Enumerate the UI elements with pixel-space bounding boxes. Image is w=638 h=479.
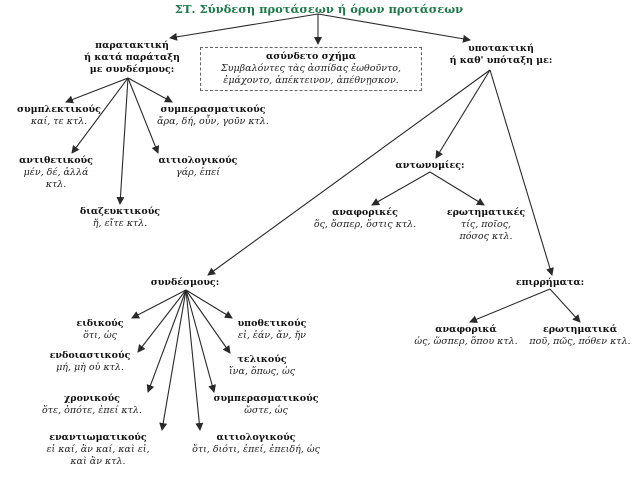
node-antithetikous: αντιθετικούς μέν, δέ, ἀλλά κτλ. bbox=[4, 155, 108, 191]
symperasmatikous-parataxi-label: συμπερασματικούς bbox=[160, 104, 266, 115]
antithetikous-label: αντιθετικούς bbox=[19, 155, 93, 166]
arrow-parataxi-to-diazeuktikous bbox=[116, 77, 129, 205]
symperasmatikous-ypotaxi-label: συμπερασματικούς bbox=[213, 393, 319, 404]
enantiomatikous-examples-line2: καὶ ἂν κτλ. bbox=[70, 456, 126, 467]
endoiastikous-examples: μή, μὴ οὐ κτλ. bbox=[56, 362, 124, 373]
node-erotimatikes: ερωτηματικές τίς, ποῖος, πόσος κτλ. bbox=[436, 207, 536, 243]
node-syndesmous: συνδέσμους: bbox=[140, 277, 230, 289]
arrow-ypotaxi-to-epirrimata bbox=[489, 69, 554, 276]
node-parataxi: παρατακτική ή κατά παράταξη με συνδέσμου… bbox=[80, 40, 184, 76]
antonymies-label: αντωνυμίες: bbox=[395, 160, 465, 171]
antithetikous-examples-line1: μέν, δέ, ἀλλά bbox=[23, 167, 89, 178]
ypotaxi-line1: υποτακτική bbox=[468, 43, 534, 54]
antithetikous-examples-line2: κτλ. bbox=[45, 179, 67, 190]
telikous-label: τελικούς bbox=[237, 354, 287, 365]
aitiologikous-ypotaxi-examples: ὅτι, διότι, ἐπεί, ἐπειδή, ὡς bbox=[192, 444, 320, 455]
arrow-syndesmous-to-chronikous bbox=[146, 289, 187, 393]
node-anaforika: αναφορικά ὡς, ὥσπερ, ὅπου κτλ. bbox=[408, 324, 524, 348]
diazeuktikous-examples: ἤ, εἴτε κτλ. bbox=[92, 218, 148, 229]
erotimatikes-examples-line1: τίς, ποῖος, bbox=[460, 219, 512, 230]
syndesmous-label: συνδέσμους: bbox=[150, 277, 220, 288]
chronikous-label: χρονικούς bbox=[64, 393, 120, 404]
arrow-parataxi-to-aitiologikous bbox=[127, 77, 160, 154]
node-antonymies: αντωνυμίες: bbox=[380, 160, 480, 172]
symplektikous-label: συμπλεκτικούς bbox=[17, 104, 101, 115]
diazeuktikous-label: διαζευκτικούς bbox=[79, 206, 161, 217]
eidikous-label: ειδικούς bbox=[76, 318, 124, 329]
arrow-antonymies-to-anaforikes bbox=[371, 171, 431, 206]
node-ypothetikous: υποθετικούς εἰ, ἐάν, ἄν, ἤν bbox=[222, 318, 322, 342]
asyndeto-example-line2: ἐμάχοντο, ἀπέκτεινον, ἀπέθνῃσκον. bbox=[223, 75, 399, 86]
arrow-syndesmous-to-ypothetikous bbox=[185, 289, 233, 319]
symplektikous-examples: καί, τε κτλ. bbox=[30, 116, 88, 127]
aitiologikous-parataxi-label: αιτιολογικούς bbox=[158, 155, 238, 166]
arrow-syndesmous-to-aitiologikous bbox=[185, 289, 204, 431]
endoiastikous-label: ενδοιαστικούς bbox=[49, 350, 131, 361]
parataxi-line3: με συνδέσμους: bbox=[89, 64, 175, 75]
ypothetikous-label: υποθετικούς bbox=[237, 318, 307, 329]
diagram-title: ΣΤ. Σύνδεση προτάσεων ή όρων προτάσεων bbox=[174, 2, 464, 16]
ypotaxi-line2: ή καθ' υπόταξη με: bbox=[449, 55, 553, 66]
parataxi-line2: ή κατά παράταξη bbox=[84, 52, 180, 63]
node-ypotaxi: υποτακτική ή καθ' υπόταξη με: bbox=[436, 43, 566, 67]
erotimatikes-label: ερωτηματικές bbox=[446, 207, 526, 218]
ypothetikous-examples: εἰ, ἐάν, ἄν, ἤν bbox=[238, 330, 306, 341]
arrow-antonymies-to-erotimatikes bbox=[429, 171, 485, 206]
node-chronikous: χρονικούς ὅτε, ὁπότε, ἐπεί κτλ. bbox=[30, 393, 154, 417]
node-telikous: τελικούς ἵνα, ὅπως, ὡς bbox=[214, 354, 310, 378]
aitiologikous-parataxi-examples: γάρ, ἐπεί bbox=[176, 167, 220, 178]
arrow-ypotaxi-to-syndesmous bbox=[207, 69, 491, 276]
telikous-examples: ἵνα, ὅπως, ὡς bbox=[228, 366, 296, 377]
aitiologikous-ypotaxi-label: αιτιολογικούς bbox=[216, 432, 296, 443]
node-anaforikes: αναφορικές ὅς, ὅσπερ, ὅστις κτλ. bbox=[306, 207, 424, 231]
arrow-syndesmous-to-enantiomatikous bbox=[159, 289, 187, 431]
arrow-epirrimata-to-anaforika bbox=[469, 288, 551, 324]
anaforikes-examples: ὅς, ὅσπερ, ὅστις κτλ. bbox=[313, 219, 417, 230]
node-epirrimata: επιρρήματα: bbox=[500, 277, 600, 289]
eidikous-examples: ὅτι, ὡς bbox=[83, 330, 117, 341]
symperasmatikous-parataxi-examples: ἄρα, δή, οὖν, γοῦν κτλ. bbox=[157, 116, 269, 127]
arrow-epirrimata-to-erotimatika bbox=[549, 288, 581, 323]
symperasmatikous-ypotaxi-examples: ὥστε, ὡς bbox=[244, 405, 288, 416]
node-erotimatika: ερωτηματικά ποῦ, πῶς, πόθεν κτλ. bbox=[526, 324, 634, 348]
node-aitiologikous-ypotaxi: αιτιολογικούς ὅτι, διότι, ἐπεί, ἐπειδή, … bbox=[176, 432, 336, 456]
arrow-ypotaxi-to-antonymies bbox=[435, 69, 491, 159]
erotimatika-label: ερωτηματικά bbox=[542, 324, 618, 335]
anaforika-examples: ὡς, ὥσπερ, ὅπου κτλ. bbox=[414, 336, 518, 347]
asyndeto-example-line1: Συμβαλόντες τὰς ἀσπίδας ἐωθοῦντο, bbox=[221, 63, 401, 74]
node-endoiastikous: ενδοιαστικούς μή, μὴ οὐ κτλ. bbox=[40, 350, 140, 374]
enantiomatikous-label: εναντιωματικούς bbox=[49, 432, 147, 443]
node-symplektikous: συμπλεκτικούς καί, τε κτλ. bbox=[4, 104, 114, 128]
node-aitiologikous-parataxi: αιτιολογικούς γάρ, ἐπεί bbox=[148, 155, 248, 179]
node-eidikous: ειδικούς ὅτι, ὡς bbox=[60, 318, 140, 342]
arrow-title-to-ypotaxi bbox=[317, 13, 471, 43]
node-enantiomatikous: εναντιωματικούς εἰ καί, ἂν καί, καὶ εἰ, … bbox=[30, 432, 166, 468]
arrow-parataxi-to-antithetikous bbox=[71, 77, 129, 154]
enantiomatikous-examples-line1: εἰ καί, ἂν καί, καὶ εἰ, bbox=[46, 444, 150, 455]
arrow-syndesmous-to-eidikous bbox=[131, 289, 187, 319]
arrow-title-to-parataxi bbox=[169, 13, 319, 41]
asyndeto-label: ασύνδετο σχήμα bbox=[265, 51, 357, 62]
erotimatikes-examples-line2: πόσος κτλ. bbox=[459, 231, 513, 242]
arrow-syndesmous-to-symperasmatikous bbox=[185, 289, 217, 393]
anaforikes-label: αναφορικές bbox=[332, 207, 398, 218]
node-symperasmatikous-parataxi: συμπερασματικούς ἄρα, δή, οὖν, γοῦν κτλ. bbox=[148, 104, 278, 128]
node-asyndeto: ασύνδετο σχήμα Συμβαλόντες τὰς ἀσπίδας ἐ… bbox=[200, 47, 422, 91]
epirrimata-label: επιρρήματα: bbox=[515, 277, 585, 288]
arrow-syndesmous-to-endoiastikous bbox=[137, 289, 187, 353]
node-symperasmatikous-ypotaxi: συμπερασματικούς ὥστε, ὡς bbox=[206, 393, 326, 417]
anaforika-label: αναφορικά bbox=[435, 324, 497, 335]
chronikous-examples: ὅτε, ὁπότε, ἐπεί κτλ. bbox=[42, 405, 142, 416]
arrow-parataxi-to-symperasmatikous bbox=[127, 77, 173, 103]
erotimatika-examples: ποῦ, πῶς, πόθεν κτλ. bbox=[529, 336, 631, 347]
arrow-parataxi-to-symplektikous bbox=[65, 77, 129, 104]
parataxi-line1: παρατακτική bbox=[95, 40, 169, 51]
arrow-syndesmous-to-telikous bbox=[185, 289, 231, 354]
node-diazeuktikous: διαζευκτικούς ἤ, εἴτε κτλ. bbox=[70, 206, 170, 230]
